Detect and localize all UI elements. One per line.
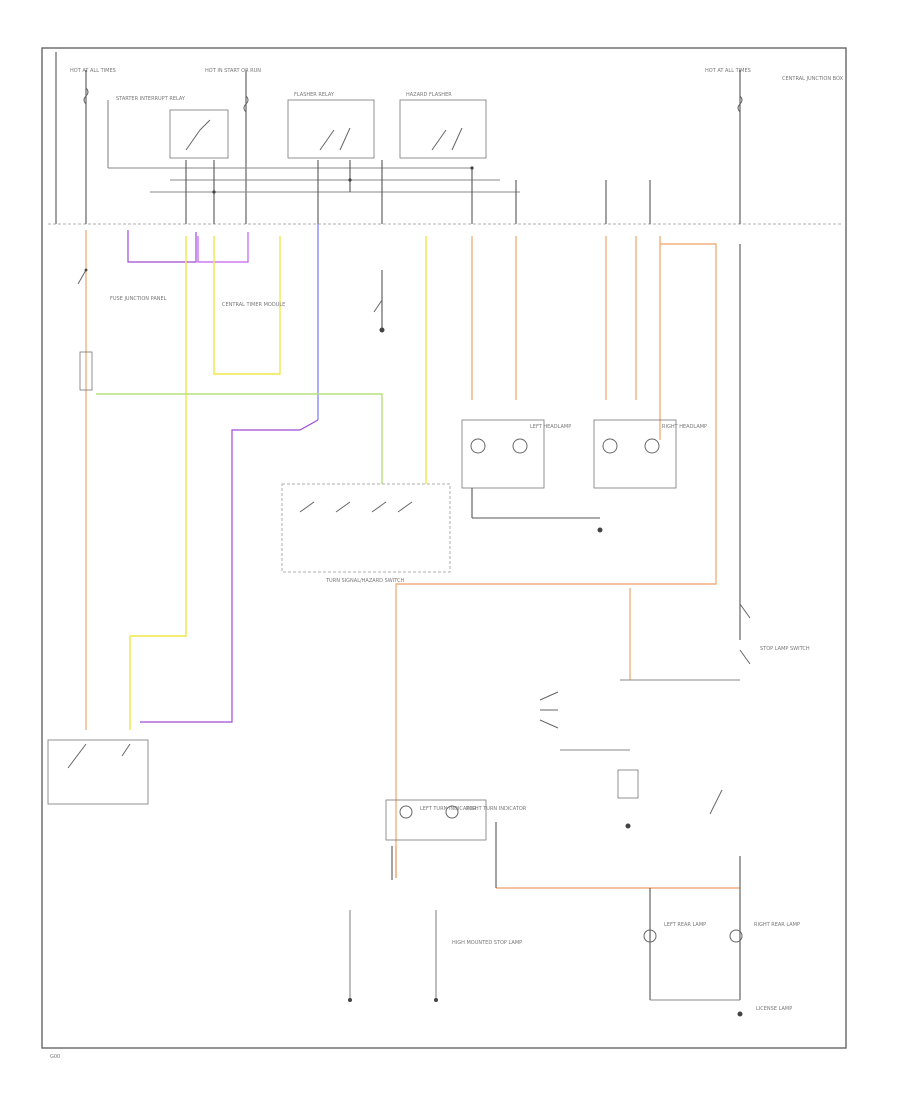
relay-label-1: STARTER INTERRUPT RELAY [116,96,186,102]
relay-group: STARTER INTERRUPT RELAY FLASHER RELAY HA… [107,92,651,224]
component-label-fuse-junction: FUSE JUNCTION PANEL [110,296,167,302]
component-label-left-indicator: LEFT TURN INDICATOR [420,806,477,812]
component-label-right-indicator: RIGHT TURN INDICATOR [466,806,527,812]
relay-label-2: FLASHER RELAY [294,92,335,98]
component-label-timer: CENTRAL TIMER MODULE [222,302,285,308]
component-label-license: LICENSE LAMP [756,1006,792,1012]
footer-code: G00 [50,1054,60,1060]
component-label-central-junction: CENTRAL JUNCTION BOX [782,76,844,82]
fuse-label-1: HOT AT ALL TIMES [70,68,116,74]
left-switch-bank: FUSE JUNCTION PANEL CENTRAL TIMER MODULE [47,268,285,805]
component-label-left-headlamp: LEFT HEADLAMP [530,424,571,430]
component-label-stop-lamp-switch: STOP LAMP SWITCH [760,646,810,652]
headlamp-group: LEFT HEADLAMP RIGHT HEADLAMP [461,419,707,533]
indicator-group: LEFT TURN INDICATOR RIGHT TURN INDICATOR… [348,799,527,1002]
component-label-left-rear: LEFT REAR LAMP [664,922,706,928]
fuse-panel: HOT AT ALL TIMES HOT IN START OR RUN HOT… [48,52,844,225]
component-label-right-rear: RIGHT REAR LAMP [754,922,800,928]
component-label-right-headlamp: RIGHT HEADLAMP [662,424,707,430]
component-label-high-mount: HIGH MOUNTED STOP LAMP [452,940,522,946]
rear-lamp-group: STOP LAMP SWITCH LEFT REAR LAMP RIGHT RE… [539,244,810,1017]
fuse-label-2: HOT IN START OR RUN [205,68,261,74]
relay-label-3: HAZARD FLASHER [406,92,452,98]
fuse-label-3: HOT AT ALL TIMES [705,68,751,74]
turn-signal-switch: TURN SIGNAL/HAZARD SWITCH [281,270,451,584]
component-label-turn-switch: TURN SIGNAL/HAZARD SWITCH [325,578,404,584]
diagram-border [41,47,847,1049]
wire-harness [85,224,740,889]
